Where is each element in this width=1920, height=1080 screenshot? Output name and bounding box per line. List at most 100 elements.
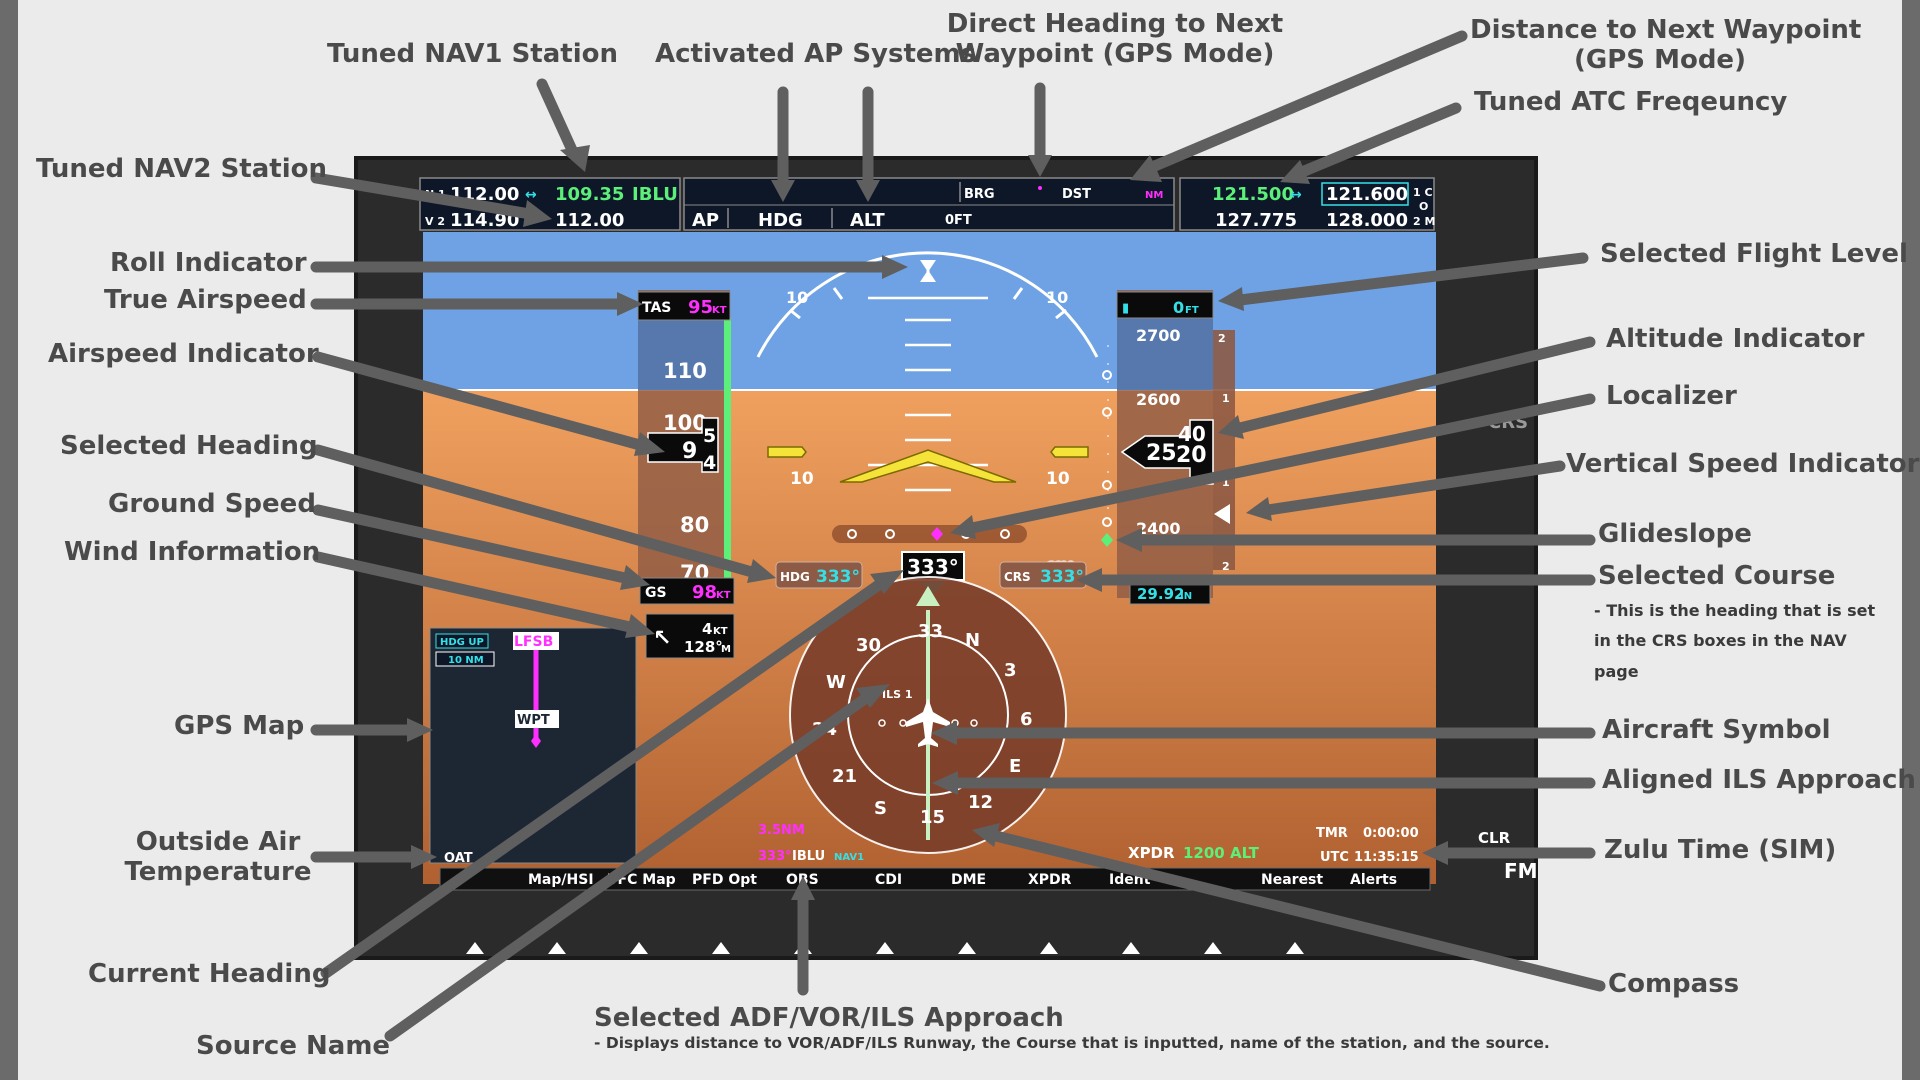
selected-course-box: CRS 333° [999, 561, 1087, 589]
nav2-active: 114.90 [450, 210, 519, 231]
softkey-obs[interactable]: OBS [786, 872, 819, 888]
compass-mark-3: 3 [1004, 660, 1017, 681]
label-oat-line1: Outside Air [135, 827, 301, 857]
airspeed-readout-major: 9 [682, 439, 697, 464]
roll-label-left: 10 [786, 288, 808, 307]
softkey-nearest[interactable]: Nearest [1261, 872, 1323, 888]
softkey-dme[interactable]: DME [951, 872, 986, 888]
label-true-airspeed: True Airspeed [104, 285, 307, 315]
map-waypoint-label: WPT [517, 713, 550, 728]
label-tuned-nav2-station: Tuned NAV2 Station [36, 154, 327, 184]
note-selected-course-line1: - This is the heading that is set [1594, 601, 1876, 620]
softkey-xpdr[interactable]: XPDR [1028, 872, 1072, 888]
label-distance-next-waypoint: Distance to Next Waypoint (GPS Mode) [1470, 15, 1861, 76]
wind-speed-unit: KT [713, 626, 728, 637]
bearing-ident: IBLU [792, 849, 825, 864]
altitude-tick-2400: 2400 [1136, 519, 1181, 538]
selected-altitude-value: 0 [1173, 298, 1184, 317]
label-oat-line2: Temperature [124, 856, 312, 887]
label-direct-heading-line1: Direct Heading to Next [946, 9, 1284, 39]
com1-standby: 121.600 [1326, 184, 1408, 205]
hdg-annunciator: HDG [758, 210, 803, 231]
baro-value: 29.92 [1137, 585, 1184, 603]
compass-mark-15: 15 [920, 807, 945, 828]
tas-label: TAS [642, 300, 671, 316]
localizer-scale [832, 525, 1027, 543]
softkey-map-hsi[interactable]: Map/HSI [528, 872, 594, 888]
label-roll-indicator: Roll Indicator [110, 248, 307, 278]
nav-swap-arrow-icon: ↔ [525, 187, 537, 203]
compass-mark-E: E [1009, 756, 1021, 777]
xpdr-label: XPDR [1128, 844, 1175, 862]
bezel-crs-knob-label: CRS [1488, 412, 1528, 433]
softkey-ident[interactable]: Ident [1109, 872, 1151, 888]
hdg-selected-value: 333° [816, 567, 860, 587]
label-distance-line2: (GPS Mode) [1574, 44, 1746, 75]
xpdr-code: 1200 ALT [1183, 844, 1260, 862]
bezel-clr-button[interactable]: CLR [1478, 829, 1511, 847]
label-vertical-speed-indicator: Vertical Speed Indicator [1566, 449, 1920, 479]
com-frequency-box: 121.500 ↔ 121.600 127.775 128.000 1 C O … [1212, 182, 1435, 231]
softkey-pfd-opt[interactable]: PFD Opt [692, 872, 757, 888]
label-direct-heading: Direct Heading to Next Waypoint (GPS Mod… [945, 9, 1285, 70]
softkey-alerts[interactable]: Alerts [1350, 872, 1397, 888]
label-airspeed-indicator: Airspeed Indicator [48, 339, 319, 369]
altitude-tick-2700: 2700 [1136, 326, 1181, 345]
vsi-tick-top-2: 2 [1218, 332, 1226, 345]
softkey-tfc-map[interactable]: TFC Map [608, 872, 676, 888]
compass-mark-12: 12 [968, 792, 993, 813]
label-selected-adf-vor-ils: Selected ADF/VOR/ILS Approach [594, 1003, 1064, 1033]
selected-heading-box: HDG 333° [775, 561, 863, 589]
hsi-aircraft-symbol [906, 698, 950, 747]
tmr-label: TMR [1316, 826, 1348, 841]
crs-selected-value: 333° [1040, 567, 1084, 587]
tas-unit: KT [712, 305, 727, 316]
selected-altitude-unit: FT [1185, 305, 1199, 316]
pitch-label-left: 10 [790, 469, 814, 489]
bearing-distance: 3.5NM [758, 823, 805, 838]
compass-mark-33: 33 [918, 621, 943, 642]
current-heading-box: 333° [901, 551, 965, 594]
altitude-tape: ▮ 0 FT 2700 2600 2400 25 40 20 2 1 1 2 2… [1101, 290, 1235, 605]
nav2-standby: 112.00 [555, 210, 624, 231]
softkey-bar: Map/HSI TFC Map PFD Opt OBS CDI DME XPDR… [439, 867, 1431, 891]
vsi-tick-bottom-1: 1 [1222, 476, 1230, 489]
note-selected-course: - This is the heading that is set in the… [1594, 596, 1875, 687]
ap-annunciator: AP [692, 210, 719, 231]
softkey-cdi[interactable]: CDI [875, 872, 902, 888]
label-direct-heading-line2: Waypoint (GPS Mode) [955, 38, 1275, 69]
label-compass: Compass [1608, 969, 1740, 999]
com-side-label-2: O [1419, 200, 1428, 213]
compass-mark-W: W [826, 672, 846, 693]
vsi-tick-bottom-2: 2 [1222, 560, 1230, 573]
pitch-label-right: 10 [1046, 469, 1070, 489]
com2-standby: 128.000 [1326, 210, 1408, 231]
airspeed-tick-110: 110 [663, 359, 707, 383]
map-airport-label: LFSB [514, 634, 553, 650]
label-glideslope: Glideslope [1598, 519, 1752, 549]
bearing-course: 333° [758, 849, 792, 864]
wind-direction: 128° [684, 638, 723, 656]
com2-active: 127.775 [1215, 210, 1297, 231]
glideslope-diamond-icon [1101, 533, 1113, 547]
label-current-heading: Current Heading [88, 959, 331, 989]
label-aircraft-symbol: Aircraft Symbol [1602, 715, 1831, 745]
bearing-source: NAV1 [834, 852, 864, 863]
selected-altitude-box [1116, 291, 1214, 319]
label-tuned-nav1-station: Tuned NAV1 Station [327, 39, 618, 69]
airspeed-readout-digit-2: 4 [703, 452, 716, 474]
label-selected-heading: Selected Heading [60, 431, 318, 461]
transponder-readout: XPDR 1200 ALT [1128, 844, 1260, 862]
com-side-label-1: 1 C [1413, 186, 1433, 199]
alt-target: 0FT [945, 213, 972, 228]
bezel-fms-knob-label: FM [1504, 859, 1538, 883]
utc-value: 11:35:15 [1354, 850, 1419, 865]
label-tuned-atc-frequency: Tuned ATC Freqeuncy [1474, 87, 1788, 117]
note-selected-adf-vor-ils: - Displays distance to VOR/ADF/ILS Runwa… [594, 1034, 1550, 1052]
roll-scale: 10 10 [756, 251, 1099, 358]
nav1-tag: N 1 [425, 188, 446, 201]
altitude-tick-2600: 2600 [1136, 390, 1181, 409]
compass-mark-24: 24 [812, 719, 837, 740]
nav1-active: 112.00 [450, 184, 519, 205]
bezel-button-7-icon[interactable] [958, 942, 976, 954]
